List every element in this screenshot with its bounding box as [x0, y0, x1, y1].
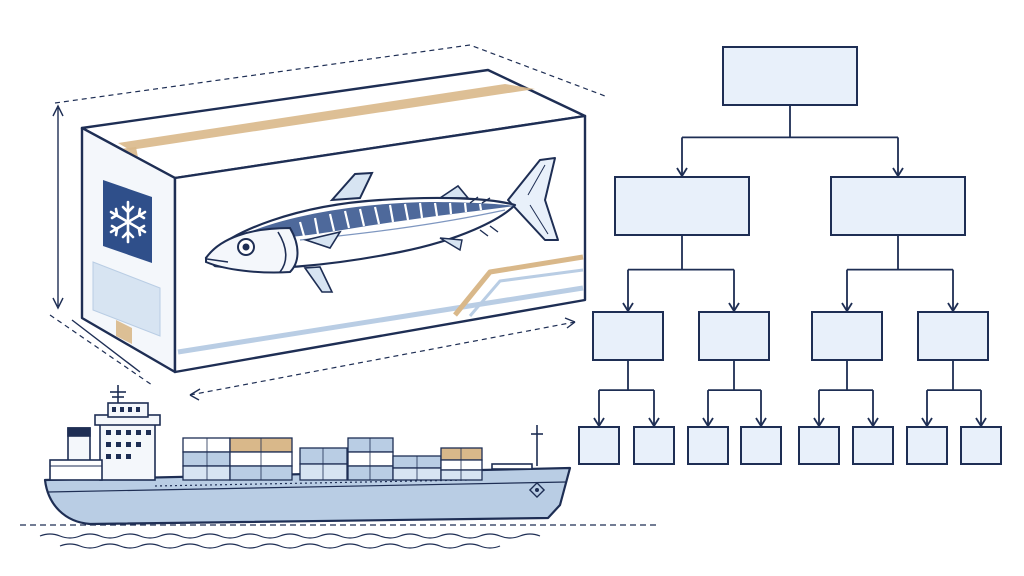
tree-node-level-3 [917, 311, 989, 361]
tree-node-level-4 [687, 426, 729, 465]
freezer-label [92, 180, 161, 337]
ship-funnel [49, 427, 103, 481]
fish-stripes [298, 202, 483, 237]
snowflake-icon [109, 200, 147, 244]
tree-node-level-4 [852, 426, 894, 465]
ship-hull [43, 466, 572, 526]
tree-node-level-4 [906, 426, 948, 465]
tree-connector [926, 360, 982, 426]
tree-node-level-4 [740, 426, 782, 465]
tree-node-level-4 [960, 426, 1002, 465]
dimension-lines [49, 44, 606, 396]
water-lines [20, 524, 660, 549]
tree-node-level-3 [592, 311, 664, 361]
tree-node-level-4 [798, 426, 840, 465]
tree-node-level-4 [633, 426, 675, 465]
tree-node-level-3 [811, 311, 883, 361]
tree-connector [707, 360, 762, 426]
tree-node-level-2 [614, 176, 750, 236]
dimension-arrows [52, 104, 576, 401]
ship-bridge [94, 385, 161, 481]
tree-connector [681, 105, 899, 176]
tree-node-level-4 [578, 426, 620, 465]
tree-node-level-3 [698, 311, 770, 361]
packing-tape [118, 84, 535, 150]
tree-node-level-2 [830, 176, 966, 236]
product-label-panel [92, 261, 161, 337]
tree-connector [627, 235, 735, 311]
mackerel-illustration [204, 157, 559, 293]
cargo-containers [182, 437, 483, 481]
tree-connector [846, 235, 954, 311]
tree-connector [598, 360, 655, 426]
tree-node-level-1 [722, 46, 858, 106]
tree-connector [818, 360, 874, 426]
bow-mast [491, 425, 543, 470]
